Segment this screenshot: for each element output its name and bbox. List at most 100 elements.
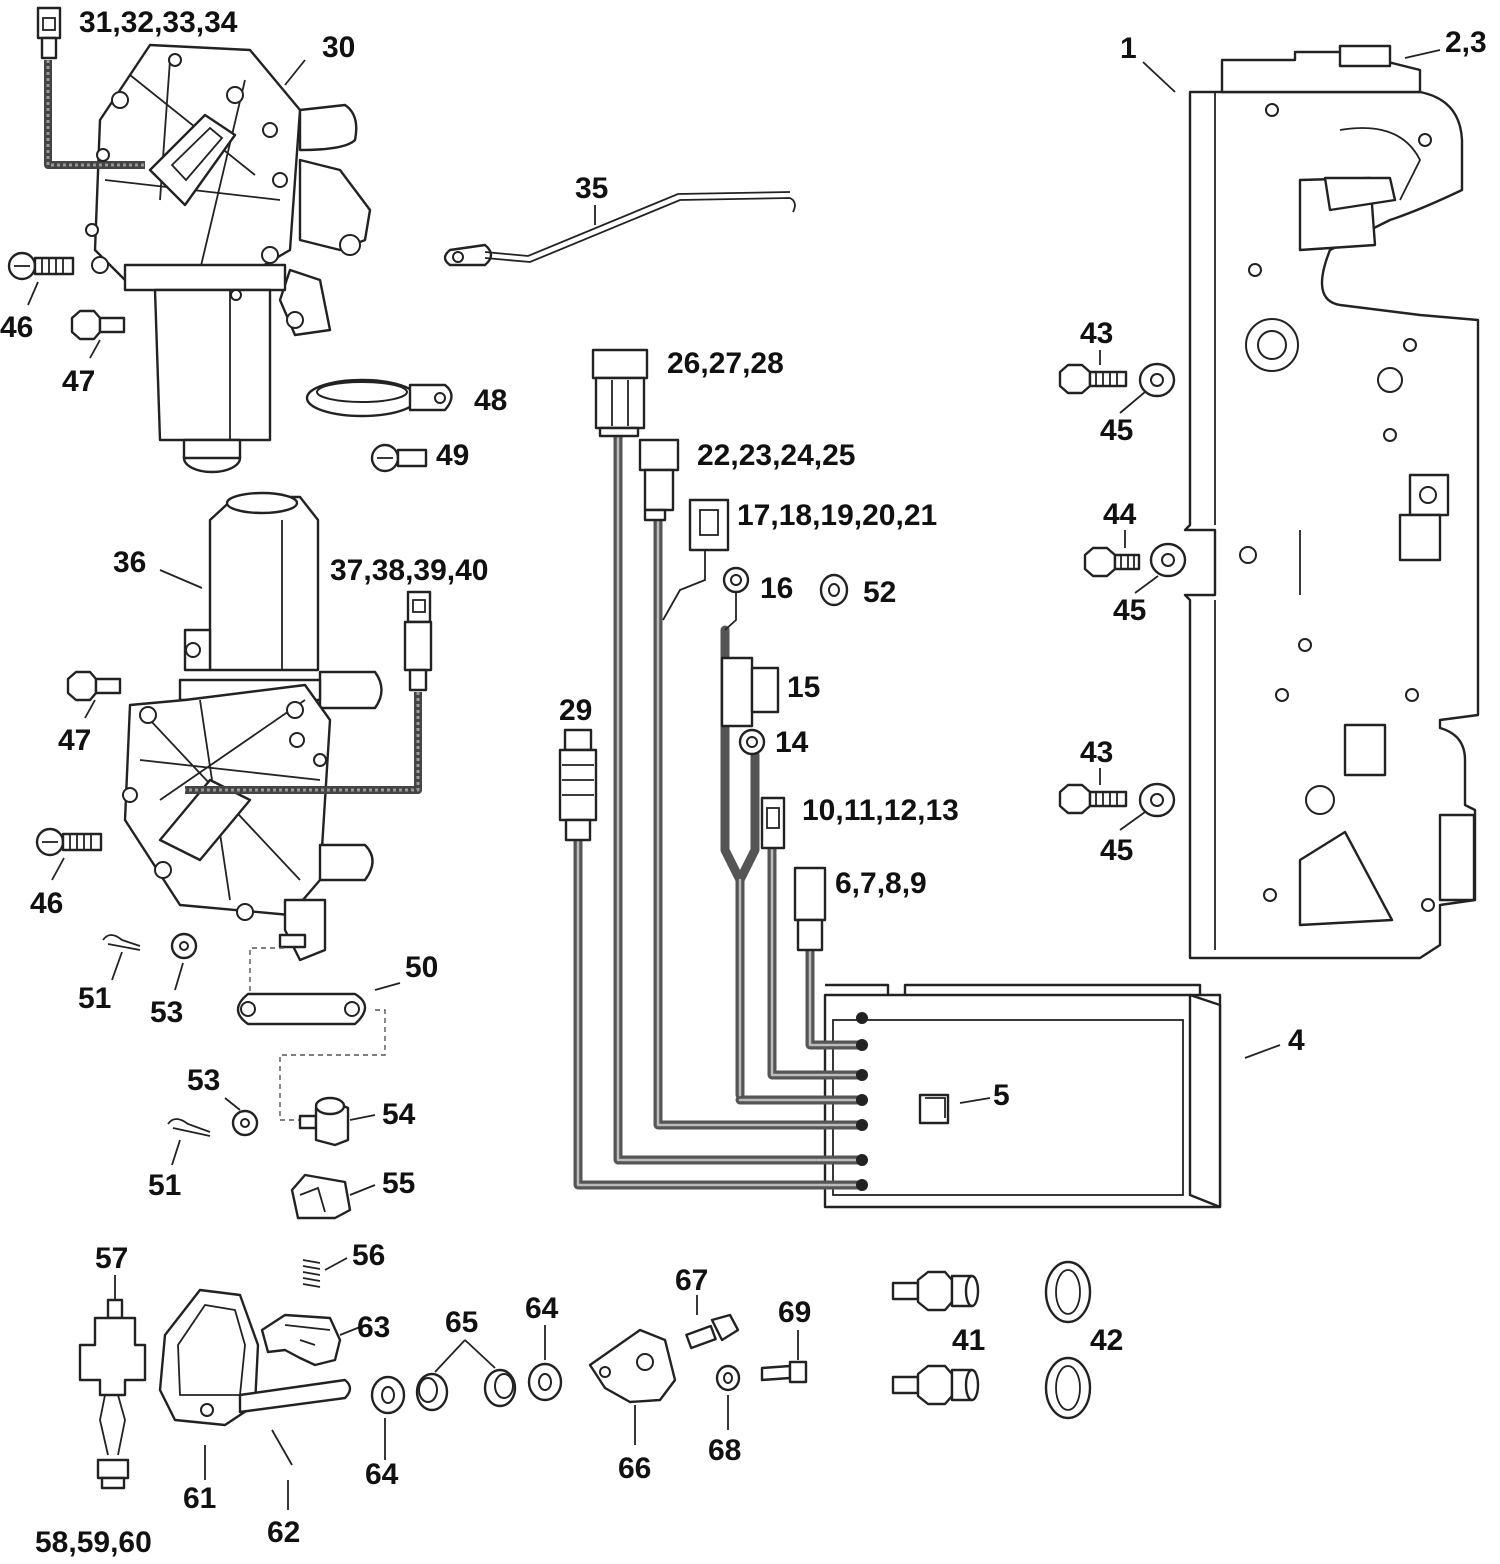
callout-46-lower: 46: [30, 887, 63, 920]
bushing-65-left: [415, 1372, 449, 1412]
callout-51-lower: 51: [148, 1169, 181, 1202]
callout-43-lower: 43: [1080, 736, 1113, 769]
callout-17-21: 17,18,19,20,21: [737, 499, 937, 532]
callout-43-upper: 43: [1080, 317, 1113, 350]
bolt-67: [685, 1313, 740, 1350]
callout-36: 36: [113, 546, 146, 579]
callout-30: 30: [322, 31, 355, 64]
fitting-41-lower: [891, 1364, 980, 1406]
callout-5: 5: [993, 1079, 1010, 1112]
callout-57: 57: [95, 1242, 128, 1275]
connector-17-21: [688, 498, 730, 552]
screw-69: [760, 1360, 808, 1384]
callout-63: 63: [357, 1311, 390, 1344]
callout-53-upper: 53: [150, 996, 183, 1029]
callout-69: 69: [778, 1296, 811, 1329]
ring-terminal-14: [738, 728, 766, 756]
callout-45-lower: 45: [1100, 834, 1133, 867]
bolt-44: [1083, 546, 1141, 578]
bolt-43-lower: [1058, 783, 1128, 815]
callout-50: 50: [405, 951, 438, 984]
callout-26-28: 26,27,28: [667, 347, 784, 380]
leader-lines: [27, 49, 1441, 1510]
washer-45-middle: [1149, 542, 1187, 578]
hair-pin-51-lower: [167, 1118, 211, 1137]
screw-49: [370, 443, 428, 473]
callout-61: 61: [183, 1482, 216, 1515]
connector-29: [558, 728, 598, 842]
callout-49: 49: [436, 439, 469, 472]
washer-53-lower: [231, 1109, 259, 1137]
bolt-43-upper: [1058, 363, 1128, 395]
screw-46-upper: [7, 251, 75, 281]
fitting-41-upper: [891, 1270, 980, 1312]
callout-16: 16: [760, 572, 793, 605]
trim-motor-lower: [122, 491, 383, 962]
callout-labels: 1 2,3 4 5 6,7,8,9 10,11,12,13 14 15 16 1…: [0, 6, 1487, 1559]
callout-31-34: 31,32,33,34: [79, 6, 238, 39]
callout-56: 56: [352, 1239, 385, 1272]
bushing-65-right: [483, 1368, 517, 1408]
callout-47-upper: 47: [62, 365, 95, 398]
callout-10-13: 10,11,12,13: [802, 794, 959, 827]
grommet-42-lower: [1044, 1356, 1092, 1420]
callout-41: 41: [952, 1324, 985, 1357]
housing-63: [260, 1313, 342, 1367]
callout-64-left: 64: [365, 1458, 399, 1491]
ring-terminal-16: [722, 566, 750, 631]
washer-45-upper: [1138, 362, 1176, 398]
connector-6-9: [793, 866, 827, 952]
callout-14: 14: [775, 726, 809, 759]
connector-31-34: [36, 6, 145, 169]
callout-45-middle: 45: [1113, 594, 1146, 627]
callout-35: 35: [575, 172, 608, 205]
clamp-48: [305, 378, 453, 418]
callout-58-60: 58,59,60: [35, 1526, 152, 1559]
wiring-harness: [573, 425, 868, 1191]
callout-54: 54: [382, 1098, 416, 1131]
knob-54: [298, 1096, 350, 1147]
connector-37-40: [185, 590, 433, 794]
control-module-4: [823, 983, 1222, 1209]
callout-45-upper: 45: [1100, 414, 1133, 447]
grommet-42-upper: [1044, 1260, 1092, 1324]
trim-motor-upper: [85, 43, 372, 474]
callout-44: 44: [1103, 498, 1137, 531]
callout-53-lower: 53: [187, 1064, 220, 1097]
arm-66: [588, 1328, 677, 1404]
pin-62: [271, 1429, 293, 1466]
callout-62: 62: [267, 1516, 300, 1549]
bolt-47-upper: [70, 309, 126, 341]
callout-2-3: 2,3: [1445, 26, 1487, 59]
linkage-rod-35: [443, 191, 796, 267]
washer-45-lower: [1138, 782, 1176, 818]
callout-22-25: 22,23,24,25: [697, 439, 855, 472]
cam-55: [290, 1173, 352, 1220]
callout-46-upper: 46: [0, 311, 33, 344]
callout-4: 4: [1288, 1024, 1305, 1057]
callout-52: 52: [863, 576, 896, 609]
callout-55: 55: [382, 1167, 415, 1200]
callout-64-right: 64: [525, 1292, 559, 1325]
connector-26-28: [591, 348, 649, 438]
callout-37-40: 37,38,39,40: [330, 554, 488, 587]
fuse-holder-15: [720, 656, 780, 728]
hair-pin-51-upper: [102, 934, 141, 951]
connector-22-25: [638, 438, 680, 522]
callout-15: 15: [787, 671, 820, 704]
callout-48: 48: [474, 384, 507, 417]
mounting-bracket: [1183, 44, 1480, 960]
washer-64-left: [370, 1375, 406, 1415]
washer-68: [715, 1364, 741, 1392]
callout-51-upper: 51: [78, 982, 111, 1015]
screw-46-lower: [35, 827, 103, 857]
callout-68: 68: [708, 1434, 741, 1467]
shaft-61: [238, 1378, 352, 1414]
link-50: [236, 992, 367, 1026]
callout-66: 66: [618, 1452, 651, 1485]
callout-1: 1: [1120, 32, 1137, 65]
callout-65: 65: [445, 1306, 478, 1339]
callout-67: 67: [675, 1264, 708, 1297]
bolt-47-lower: [66, 670, 122, 702]
